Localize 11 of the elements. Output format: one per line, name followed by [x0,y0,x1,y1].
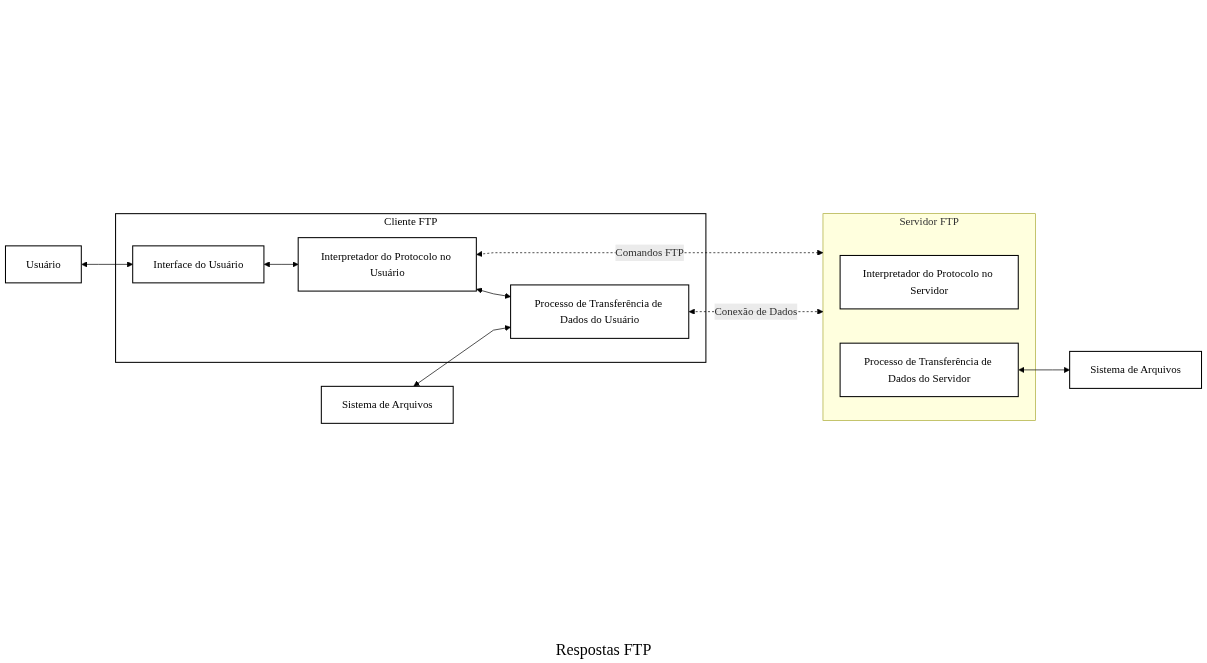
node-box: Processo de Transferência de Dados do Usuário [510,284,690,339]
node-box: Sistema de Arquivos [320,385,454,424]
node-box: Interface do Usuário [132,245,265,284]
node-box: Usuário [4,245,82,284]
node-box: Sistema de Arquivos [1069,350,1203,389]
node-box: Processo de Transferência de Dados do Servidor [839,342,1019,398]
edge-label: Conexão de Dados [714,305,798,318]
edge-label: Comandos FTP [615,246,684,259]
node-box: Interpretador do Protocolo no Servidor [839,254,1019,310]
note-text: Respostas FTP [555,641,652,658]
node-box: Interpretador do Protocolo no Usuário [297,237,477,292]
